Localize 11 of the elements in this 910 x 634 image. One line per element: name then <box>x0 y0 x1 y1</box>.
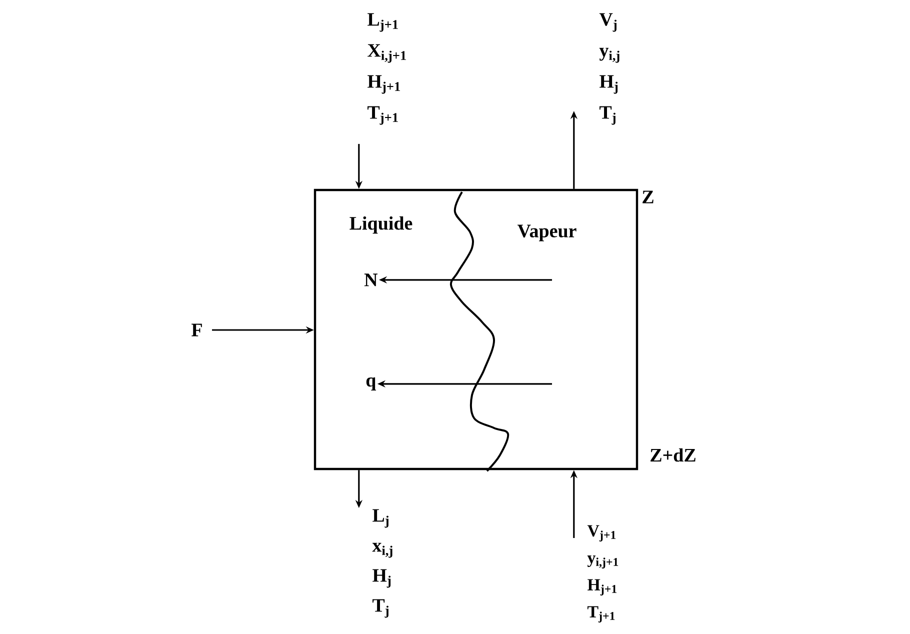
position-label: Z <box>642 190 654 204</box>
flux-label: q <box>366 377 376 390</box>
phase-label: Liquide <box>350 216 412 234</box>
stream-label: L$_{j+1}$ X$_{i,j+1}$ H$_{j+1}$ T$_{j+1}$ <box>368 13 406 125</box>
stream-label: V$_{j}$ y$_{i,j}$ H$_{j}$ T$_{j}$ <box>599 13 620 125</box>
position-label: Z+dZ <box>650 448 696 462</box>
phase-label: Vapeur <box>517 224 576 242</box>
stream-label: V$_{j+1}$ y$_{i,j+1}$ H$_{j+1}$ T$_{j+1}$ <box>587 525 618 622</box>
feed-label: F <box>192 324 202 336</box>
flux-label: N <box>364 274 378 286</box>
stream-label: L$_{j}$ x$_{i,j}$ H$_{j}$ T$_{j}$ <box>372 509 392 618</box>
